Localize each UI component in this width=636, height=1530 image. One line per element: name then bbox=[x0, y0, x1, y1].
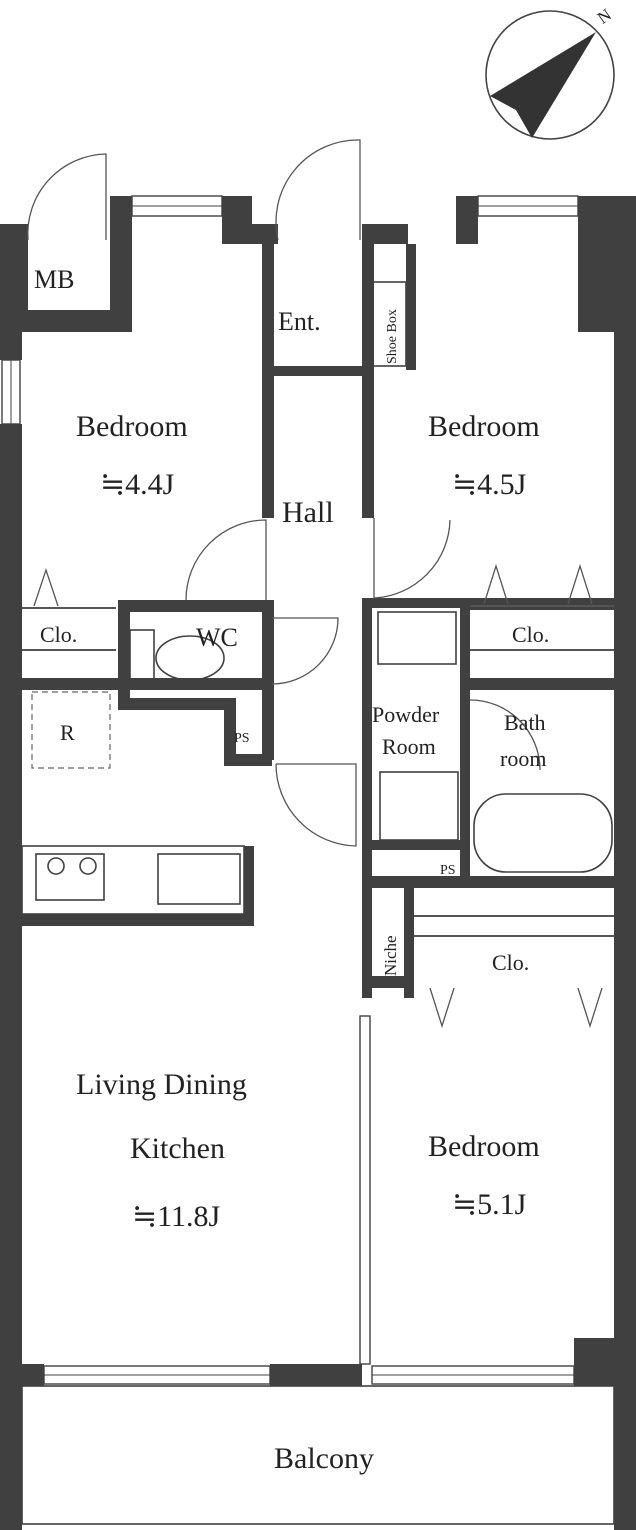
kitchen-sink-icon bbox=[157, 853, 241, 905]
bedroom-ne-name: Bedroom bbox=[428, 410, 540, 443]
toilet-icon bbox=[129, 629, 155, 687]
powder-room-line2: Room bbox=[382, 734, 436, 759]
bedroom-se-size: ≒5.1J bbox=[452, 1188, 527, 1221]
bedroom-ne-size: ≒4.5J bbox=[452, 468, 527, 501]
closet-w-label: Clo. bbox=[40, 622, 77, 647]
bathroom-line1: Bath bbox=[504, 710, 546, 735]
bedroom-nw-size: ≒4.4J bbox=[100, 468, 175, 501]
ps-right-label: PS bbox=[440, 863, 456, 878]
ldk-size: ≒11.8J bbox=[132, 1200, 221, 1233]
bathtub-icon bbox=[473, 793, 613, 873]
powder-room-line1: Powder bbox=[372, 702, 440, 727]
labels: MB Ent. Shoe Box Bedroom ≒4.4J Bedroom ≒… bbox=[34, 265, 549, 1475]
doors bbox=[27, 139, 541, 847]
fixtures bbox=[21, 281, 614, 1029]
ldk-line2: Kitchen bbox=[130, 1132, 225, 1165]
entrance-label: Ent. bbox=[278, 307, 321, 336]
bedroom-nw-name: Bedroom bbox=[76, 410, 188, 443]
bathroom-line2: room bbox=[500, 746, 546, 771]
window-top-left bbox=[131, 195, 223, 217]
ps-left-label: PS bbox=[234, 731, 250, 746]
north-arrow-icon bbox=[490, 32, 596, 138]
washing-machine-tray bbox=[379, 771, 459, 841]
window-bottom-left bbox=[43, 1365, 271, 1385]
refrigerator-label: R bbox=[60, 720, 75, 745]
shoe-box-label: Shoe Box bbox=[385, 309, 400, 364]
mb-label: MB bbox=[34, 265, 74, 294]
closet-s-label: Clo. bbox=[492, 950, 529, 975]
wc-label: WC bbox=[196, 623, 238, 652]
stove-icon bbox=[35, 853, 105, 901]
window-top-right bbox=[477, 195, 579, 217]
bedroom-se-name: Bedroom bbox=[428, 1130, 540, 1163]
ldk-line1: Living Dining bbox=[76, 1068, 247, 1101]
window-bottom-right bbox=[371, 1365, 575, 1385]
niche-label: Niche bbox=[381, 935, 400, 976]
refrigerator-space bbox=[31, 691, 111, 769]
compass-north-label: N bbox=[594, 5, 615, 28]
balcony-label: Balcony bbox=[274, 1442, 374, 1475]
walls bbox=[0, 195, 636, 1530]
washbasin-icon bbox=[377, 611, 457, 665]
closet-e-label: Clo. bbox=[512, 622, 549, 647]
hall-label: Hall bbox=[282, 496, 334, 529]
compass: N bbox=[485, 5, 615, 140]
